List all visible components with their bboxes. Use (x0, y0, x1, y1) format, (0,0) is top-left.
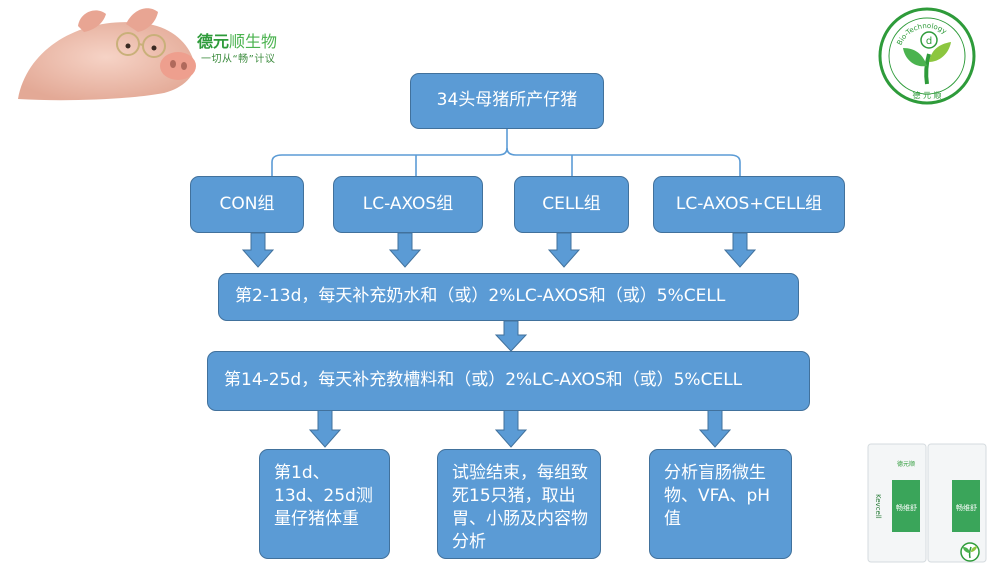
root-connector (271, 128, 741, 176)
arrow-down-icon (494, 409, 528, 448)
bag-side-label: Kevcell (874, 494, 882, 519)
group-box-con: CON组 (190, 176, 304, 233)
group-box-lc-axos: LC-AXOS组 (333, 176, 483, 233)
arrow-down-icon (241, 232, 275, 268)
outcome-box-cecum: 分析盲肠微生物、VFA、pH值 (649, 449, 792, 559)
svg-text:d: d (926, 36, 932, 47)
company-logo: Bio-Technology d 德 元 顺 (878, 7, 976, 105)
logo-bottom-text: 德 元 顺 (912, 90, 941, 100)
arrow-down-icon (723, 232, 757, 268)
arrow-down-icon (308, 409, 342, 448)
outcome-box-slaughter: 试验结束，每组致死15只猪，取出胃、小肠及内容物分析 (437, 449, 601, 559)
brand-name: 德元顺生物 (197, 32, 278, 51)
bag-brand-label: 德元顺 (897, 460, 915, 468)
arrow-down-icon (547, 232, 581, 268)
pig-image (18, 8, 196, 101)
group-box-cell: CELL组 (514, 176, 629, 233)
brand-slogan: 一切从“畅”计议 (201, 54, 276, 65)
arrow-down-icon (494, 320, 528, 352)
stage2-box: 第14-25d，每天补充教槽料和（或）2%LC-AXOS和（或）5%CELL (207, 351, 810, 411)
stage1-box: 第2-13d，每天补充奶水和（或）2%LC-AXOS和（或）5%CELL (218, 273, 799, 321)
outcome-box-weight: 第1d、13d、25d测量仔猪体重 (259, 449, 390, 559)
root-box: 34头母猪所产仔猪 (410, 73, 604, 129)
product-image: 德元顺 畅维舒 畅维舒 Kevcell (867, 443, 987, 563)
arrow-down-icon (698, 409, 732, 448)
bag2-name-label: 畅维舒 (956, 503, 977, 512)
arrow-down-icon (388, 232, 422, 268)
bag-name-label: 畅维舒 (896, 503, 917, 512)
group-box-lc-axos-cell: LC-AXOS+CELL组 (653, 176, 845, 233)
